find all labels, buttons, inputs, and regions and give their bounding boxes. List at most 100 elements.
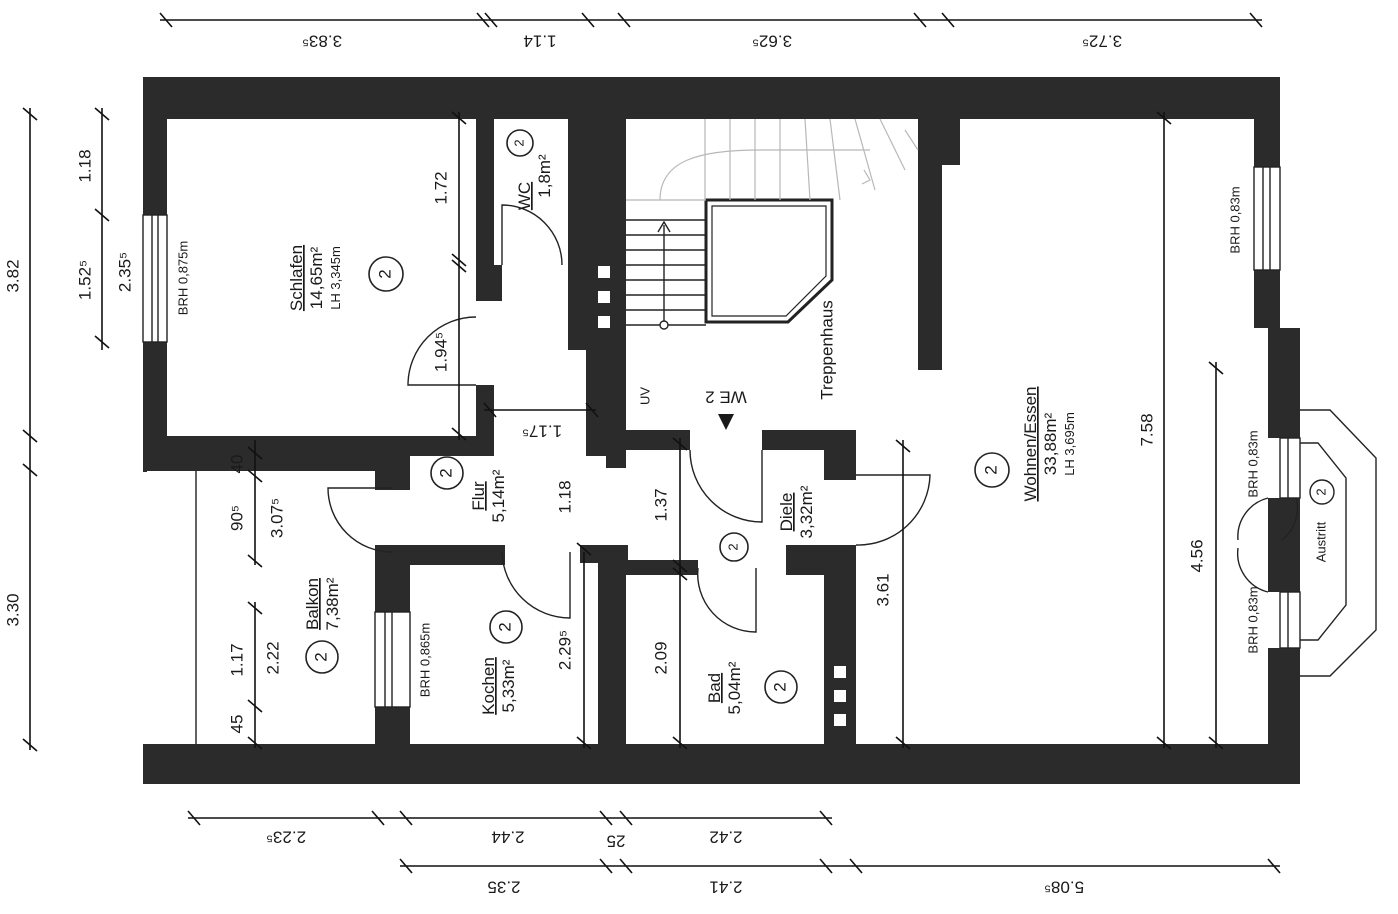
room-balkon: Balkon 7,38m² (303, 577, 342, 630)
wall-stair-bottom-b (762, 430, 826, 450)
dim-balkon-4: 1.17 (227, 643, 246, 676)
wall-schlafen-wc-b (476, 265, 502, 301)
wall-right-d (1268, 498, 1300, 592)
dim-top-4: 3.72⁵ (1082, 32, 1122, 51)
room-flur-name: Flur (469, 481, 488, 511)
window-labels: BRH 0,875m BRH 0,83m BRH 0,83m BRH 0,83m… (175, 186, 1260, 697)
room-diele-name: Diele (777, 493, 796, 532)
wall-right-a (1254, 77, 1280, 167)
unit-badge (764, 670, 798, 704)
room-labels: Schlafen 14,65m² LH 3,345m 2 WC 1,8m² 2 … (287, 129, 1335, 715)
room-wohnen-name: Wohnen/Essen (1021, 387, 1040, 502)
room-wc-name: WC (515, 182, 534, 210)
room-diele: Diele 3,32m² (777, 485, 816, 538)
room-treppenhaus-name: Treppenhaus (817, 300, 836, 400)
wall-wc-right-b (568, 120, 586, 270)
room-bad-unit: 2 (770, 682, 789, 691)
room-wohnen: Wohnen/Essen 33,88m² LH 3,695m (1021, 387, 1077, 502)
room-diele-unit: 2 (725, 543, 740, 550)
dim-balkon-3: 3.07⁵ (267, 498, 286, 538)
wall-kochen-top (375, 545, 505, 565)
room-schlafen: Schlafen 14,65m² LH 3,345m (287, 245, 343, 311)
dim-balkon-1: 40 (227, 455, 246, 474)
room-schlafen-lh: LH 3,345m (328, 246, 343, 310)
dim-left-2: 3.30 (3, 593, 22, 626)
unit-badge (430, 456, 464, 490)
room-balkon-name: Balkon (303, 578, 322, 630)
windows (142, 166, 1301, 708)
dim-top-1: 3.83⁵ (302, 32, 342, 51)
window-schlafen-brh: BRH 0,875m (175, 241, 190, 315)
window-kochen-brh: BRH 0,865m (417, 623, 432, 697)
wall-schlafen-wc-a (476, 77, 494, 277)
dim-left-inner-1: 1.18 (75, 149, 94, 182)
dim-balkon-5: 2.22 (263, 641, 282, 674)
window-wohnen-brh: BRH 0,83m (1227, 186, 1242, 253)
room-flur-unit: 2 (436, 468, 455, 477)
room-wc-area: 1,8m² (535, 154, 554, 198)
wall-bottom (143, 744, 1300, 784)
wall-schlafen-flur (408, 436, 494, 456)
dim-balkon-6: 45 (227, 715, 246, 734)
room-schlafen-unit: 2 (375, 269, 394, 278)
wall-kochen-left-b (375, 707, 410, 747)
wall-stub-flur (375, 450, 410, 490)
wall-wc-right-a (568, 77, 586, 132)
dim-bottom2-3: 5.08⁵ (1044, 878, 1084, 897)
dim-wohnen-lower: 3.61 (873, 573, 892, 606)
wall-top (143, 77, 1280, 119)
room-uv-name: UV (637, 387, 652, 405)
vent-square (834, 666, 846, 678)
wall-bad-top-a (626, 560, 698, 575)
room-bad: Bad 5,04m² (705, 661, 744, 714)
unit-badge (719, 532, 749, 562)
room-balkon-unit: 2 (311, 652, 330, 661)
window-austritt-top-brh: BRH 0,83m (1245, 430, 1260, 497)
wall-right-b (1254, 270, 1280, 328)
unit-badge (489, 610, 523, 644)
unit-badge (1309, 479, 1335, 505)
vent-square (598, 291, 610, 303)
dim-top-2: 1.14 (523, 32, 556, 51)
room-wohnen-unit: 2 (981, 465, 1000, 474)
vent-square (598, 316, 610, 328)
unit-badge (368, 256, 404, 292)
dim-bottom2-1: 2.35 (487, 878, 520, 897)
room-wohnen-lh: LH 3,695m (1062, 412, 1077, 476)
dimension-lines (22, 12, 1281, 874)
dim-flur-height: 1.18 (555, 480, 574, 513)
dimension-labels: 3.83⁵ 1.14 3.62⁵ 3.72⁵ 3.82 3.30 1.18 1.… (3, 32, 1206, 897)
dim-left-inner-3: 2.35⁵ (115, 252, 134, 292)
dim-left-inner-2: 1.52⁵ (75, 260, 94, 300)
room-schlafen-name: Schlafen (287, 245, 306, 311)
unit-badge (305, 640, 339, 674)
room-wohnen-area: 33,88m² (1041, 412, 1060, 475)
dim-wohnen-height: 7.58 (1137, 413, 1156, 446)
wall-bad-right (824, 545, 856, 745)
entrance-marker (718, 414, 734, 430)
room-schlafen-area: 14,65m² (307, 246, 326, 309)
vent-square (598, 266, 610, 278)
unit-badge (974, 452, 1010, 488)
dim-balkon-2: 90⁵ (227, 505, 246, 531)
vent-square (834, 714, 846, 726)
room-wc-unit: 2 (511, 139, 526, 146)
room-kochen-area: 5,33m² (499, 659, 518, 712)
room-bad-name: Bad (705, 673, 724, 703)
staircase (626, 118, 919, 430)
dim-schlafen-door: 1.94⁵ (431, 332, 450, 372)
dim-bottom1-1: 2.23⁵ (266, 828, 306, 847)
dim-left-1: 3.82 (3, 259, 22, 292)
unit-badge (506, 129, 534, 157)
dim-kochen-height: 2.29⁵ (555, 630, 574, 670)
room-wc: WC 1,8m² (515, 154, 554, 210)
room-austritt-unit: 2 (1313, 488, 1328, 495)
wall-stair-bottom-left-b (606, 430, 626, 468)
dim-schlafen-height: 1.72 (431, 171, 450, 204)
room-kochen-name: Kochen (479, 657, 498, 715)
dim-bottom1-2: 2.44 (491, 828, 524, 847)
door-swings (327, 204, 1299, 633)
wall-diele-right (824, 450, 856, 480)
wall-kochen-right (598, 545, 626, 745)
